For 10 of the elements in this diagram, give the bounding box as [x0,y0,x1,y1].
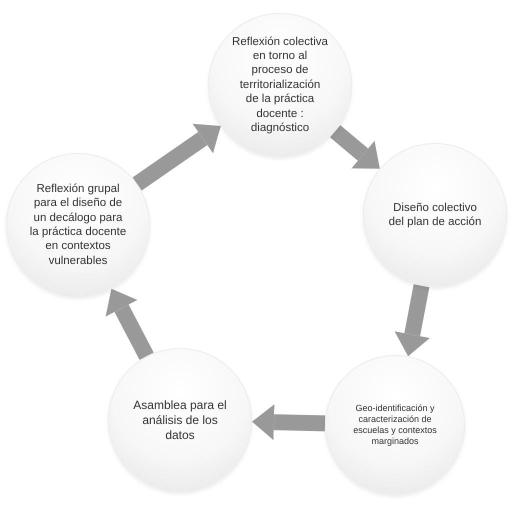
block-arrow [330,125,380,169]
step-text: Diseño colectivo del plan de acción [388,200,482,230]
step-text: Asamblea para el análisis de los datos [132,398,228,442]
step-text: Reflexión colectiva en torno al proceso de territorialización de la práctica docente : diagnóstico [232,34,328,136]
block-arrow [132,124,221,191]
step-text: Geo-identificación y caracterización de escuelas y contextos marginados [352,402,438,448]
block-arrow [394,284,430,356]
block-arrow [106,288,154,360]
block-arrow [252,404,326,440]
step-text: Reflexión grupal para el diseño de un decálogo para la práctica docente en contextos vulnerables [29,182,127,268]
